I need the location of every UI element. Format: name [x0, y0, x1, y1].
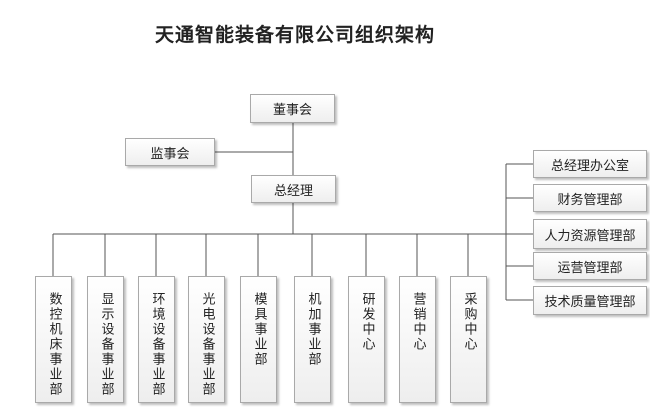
division-label: 数控机床事业部: [46, 292, 62, 397]
staff-dept-box: 总经理办公室: [533, 150, 647, 178]
board-box: 董事会: [250, 94, 335, 123]
division-label: 模具事业部: [251, 292, 267, 367]
gm-box: 总经理: [251, 175, 336, 203]
division-label: 显示设备事业部: [98, 292, 114, 397]
division-box: 显示设备事业部: [87, 276, 124, 403]
division-box: 研发中心: [348, 276, 385, 403]
division-label: 机加事业部: [305, 292, 321, 367]
staff-dept-box: 运营管理部: [533, 252, 647, 280]
staff-dept-label: 人力资源管理部: [544, 228, 636, 244]
division-label: 研发中心: [359, 292, 375, 352]
division-box: 数控机床事业部: [35, 276, 72, 403]
division-label: 光电设备事业部: [199, 292, 215, 397]
staff-dept-box: 人力资源管理部: [533, 219, 647, 249]
division-box: 模具事业部: [240, 276, 277, 403]
gm-label: 总经理: [273, 183, 313, 199]
staff-dept-box: 财务管理部: [533, 184, 647, 212]
staff-dept-label: 总经理办公室: [550, 158, 629, 174]
staff-dept-label: 运营管理部: [557, 260, 623, 276]
division-box: 采购中心: [450, 276, 487, 403]
division-box: 环境设备事业部: [138, 276, 175, 403]
staff-dept-box: 技术质量管理部: [533, 286, 647, 315]
supervisory-box: 监事会: [125, 138, 215, 166]
division-box: 机加事业部: [294, 276, 331, 403]
chart-title: 天通智能装备有限公司组织架构: [154, 24, 435, 46]
staff-dept-label: 财务管理部: [557, 192, 623, 208]
staff-dept-label: 技术质量管理部: [544, 295, 636, 310]
board-label: 董事会: [272, 103, 312, 118]
supervisory-label: 监事会: [150, 146, 190, 162]
division-box: 营销中心: [399, 276, 436, 403]
division-label: 采购中心: [461, 292, 477, 352]
division-box: 光电设备事业部: [188, 276, 225, 403]
division-label: 环境设备事业部: [149, 292, 165, 397]
division-label: 营销中心: [410, 292, 426, 352]
